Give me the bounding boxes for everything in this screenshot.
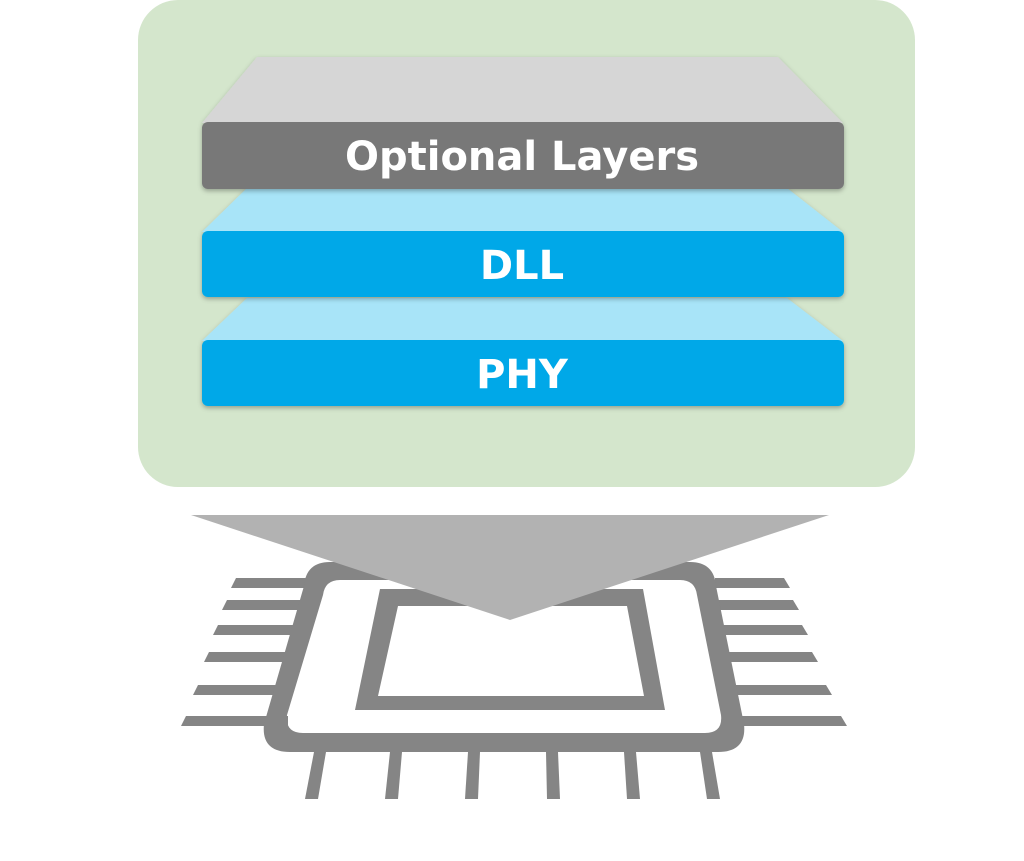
optional-layers-front-face xyxy=(202,122,844,189)
dll-layer-top-face xyxy=(202,188,843,232)
phy-layer xyxy=(202,298,844,406)
chip-body xyxy=(263,562,745,752)
optional-layers-label: Optional Layers xyxy=(345,134,699,180)
chip-bottom-pins xyxy=(305,752,720,799)
phy-layer-label: PHY xyxy=(476,352,569,398)
chip-right-pins xyxy=(715,578,847,726)
chip-left-pins xyxy=(181,578,308,726)
dll-layer-front-face xyxy=(202,231,844,297)
optional-layers-top-face xyxy=(202,57,843,123)
dll-layer xyxy=(202,188,844,297)
chip-icon xyxy=(181,562,847,799)
dll-layer-label: DLL xyxy=(480,243,564,289)
phy-layer-top-face xyxy=(202,298,843,341)
down-arrow-icon xyxy=(191,515,829,620)
phy-layer-front-face xyxy=(202,340,844,406)
chip-die xyxy=(355,589,665,710)
optional-layers-layer xyxy=(202,57,844,189)
